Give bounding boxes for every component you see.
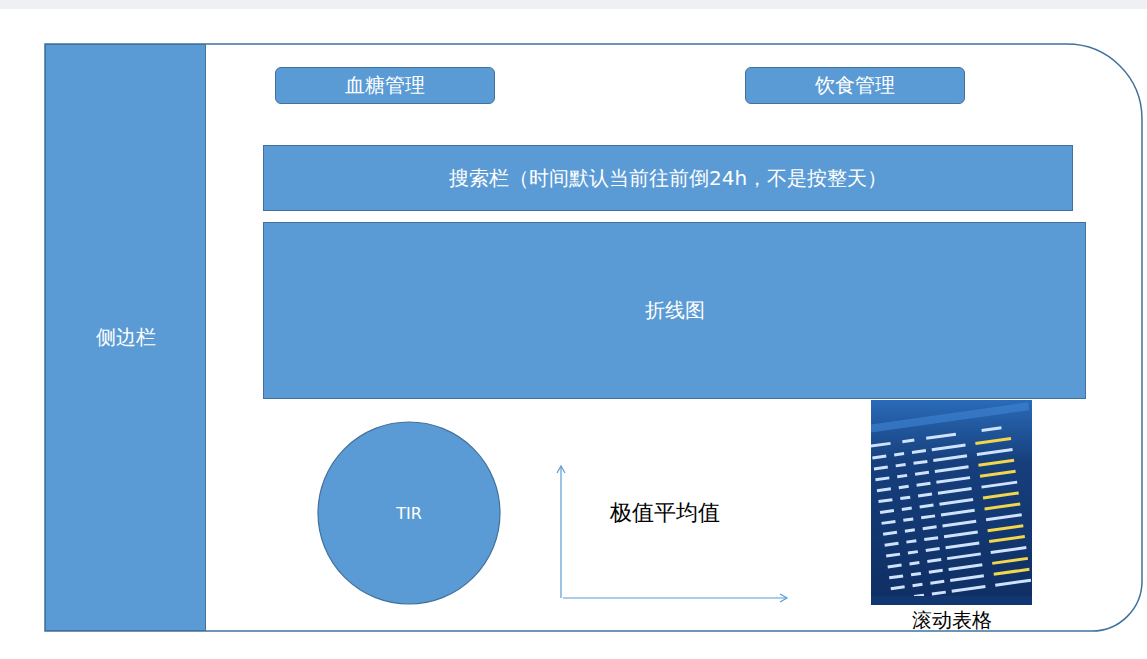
top-band — [0, 0, 1147, 9]
tab-button: 血糖管理 — [275, 67, 495, 104]
node-label: 搜索栏（时间默认当前往前倒24h，不是按整天） — [449, 165, 887, 192]
line-chart: 折线图 — [263, 222, 1086, 399]
chart-label: 极值平均值 — [610, 498, 720, 528]
search-bar: 搜索栏（时间默认当前往前倒24h，不是按整天） — [263, 145, 1073, 211]
scroll-table: 滚动表格 — [871, 400, 1032, 605]
tab-button: 饮食管理 — [745, 67, 965, 104]
node-label: 侧边栏 — [96, 324, 156, 351]
node-label: 折线图 — [645, 297, 705, 324]
node-label: 饮食管理 — [815, 72, 895, 99]
table-screenshot — [871, 400, 1032, 605]
caption-text: 滚动表格 — [871, 607, 1032, 634]
node-label: 血糖管理 — [345, 72, 425, 99]
y-axis — [560, 466, 561, 598]
node-label: TIR — [396, 504, 422, 523]
sidebar: 侧边栏 — [45, 44, 206, 631]
page-frame — [45, 44, 1142, 631]
tir-circle: TIR — [317, 421, 501, 605]
x-axis — [563, 597, 787, 598]
